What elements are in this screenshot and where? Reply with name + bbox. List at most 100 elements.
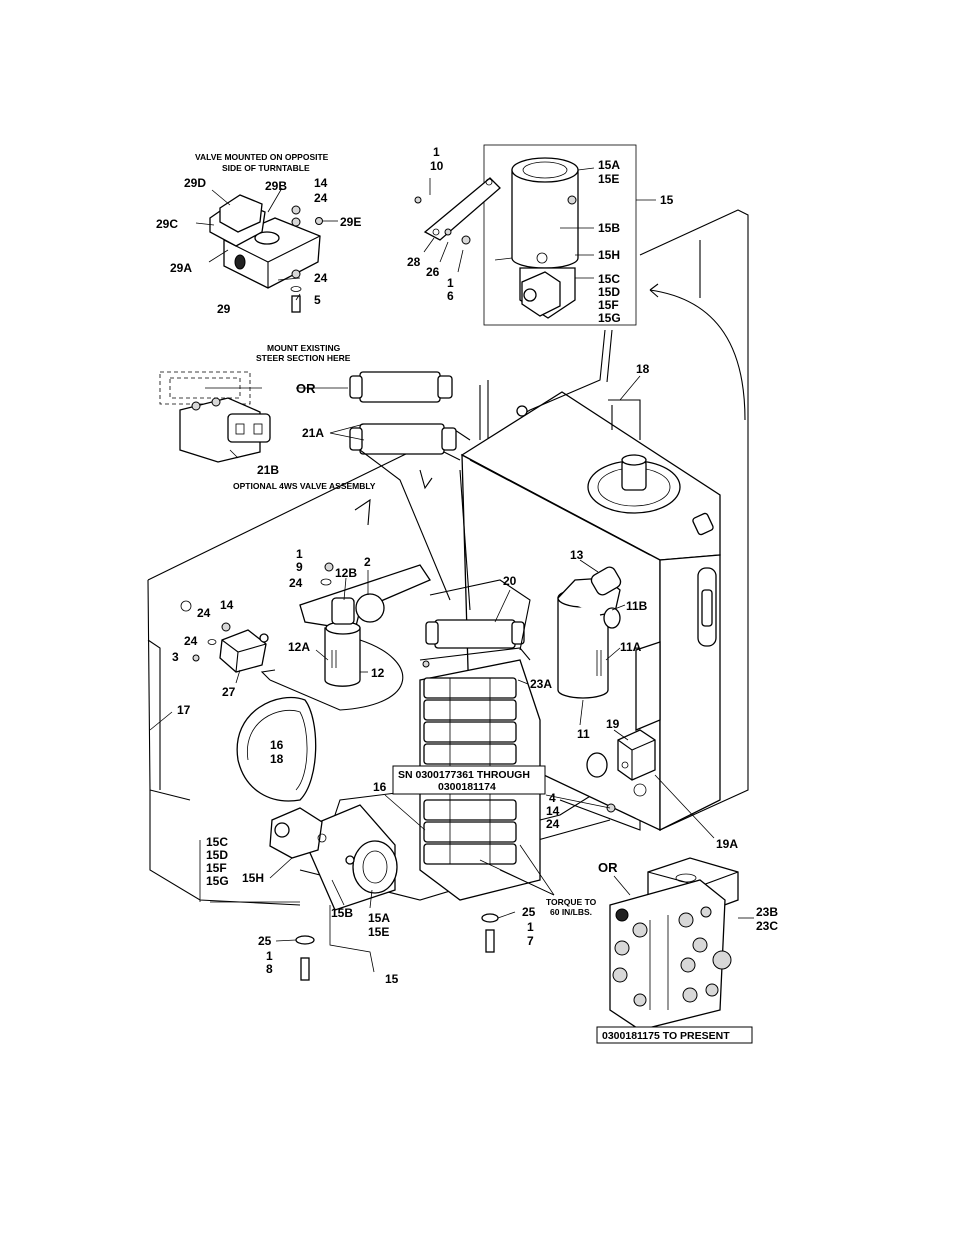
callout-16: 16: [270, 738, 284, 752]
callout-21b: 21B: [257, 463, 279, 477]
steer-note-line1: MOUNT EXISTING: [267, 343, 341, 353]
callout-15b: 15B: [598, 221, 620, 235]
callout-15f: 15F: [206, 861, 227, 875]
callout-29c: 29C: [156, 217, 178, 231]
callout-21a: 21A: [302, 426, 324, 440]
valve-manifold-23b: [609, 857, 739, 1031]
callout-14: 14: [546, 804, 560, 818]
callout-29e: 29E: [340, 215, 361, 229]
callout-15c: 15C: [206, 835, 228, 849]
steer-leader: [359, 449, 451, 601]
callout-17: 17: [177, 703, 191, 717]
callout-19a: 19A: [716, 837, 738, 851]
control-valve-stack: [419, 579, 541, 901]
valve-block-29: [209, 194, 323, 313]
callout-1: 1: [433, 145, 440, 159]
callout-24: 24: [546, 817, 560, 831]
callout-15e: 15E: [368, 925, 389, 939]
callout-15c: 15C: [598, 272, 620, 286]
captions: VALVE MOUNTED ON OPPOSITE SIDE OF TURNTA…: [195, 152, 753, 1044]
valve-note-line2: SIDE OF TURNTABLE: [222, 163, 310, 173]
valve-note-line1: VALVE MOUNTED ON OPPOSITE: [195, 152, 329, 162]
callout-3: 3: [172, 650, 179, 664]
callout-15: 15: [385, 972, 399, 986]
sn-range-line2: 0300181174: [438, 781, 496, 793]
sn-range-line1: SN 0300177361 THROUGH: [398, 769, 530, 781]
callout-29: 29: [217, 302, 231, 316]
callout-15d: 15D: [598, 285, 620, 299]
callout-15b: 15B: [331, 906, 353, 920]
steer-valves: [159, 371, 457, 463]
callout-15a: 15A: [598, 158, 620, 172]
callout-24: 24: [314, 191, 328, 205]
upper-motor-arrow: [649, 289, 746, 421]
callout-29a: 29A: [170, 261, 192, 275]
callout-18: 18: [636, 362, 650, 376]
callout-15h: 15H: [598, 248, 620, 262]
access-cover: [236, 696, 317, 802]
callouts: 29D 29B 14 24 29C 29E 29A 24 5 29 1 10 1…: [156, 145, 778, 986]
callout-12b: 12B: [335, 566, 357, 580]
torque-line2: 60 IN/LBS.: [550, 907, 592, 917]
callout-8: 8: [266, 962, 273, 976]
callout-23b: 23B: [756, 905, 778, 919]
callout-2: 2: [364, 555, 371, 569]
callout-25: 25: [258, 934, 272, 948]
callout-leaders: [149, 167, 754, 973]
present-range: 0300181175 TO PRESENT: [602, 1030, 730, 1042]
callout-1: 1: [447, 276, 454, 290]
valve-block-19: [617, 729, 656, 781]
callout-10: 10: [430, 159, 444, 173]
callout-1: 1: [527, 920, 534, 934]
callout-29d: 29D: [184, 176, 206, 190]
callout-15d: 15D: [206, 848, 228, 862]
optional-4ws-caption: OPTIONAL 4WS VALVE ASSEMBLY: [233, 481, 376, 491]
callout-4: 4: [549, 791, 556, 805]
callout-11a: 11A: [620, 640, 642, 654]
callout-16: 16: [373, 780, 387, 794]
pressure-filter: [260, 564, 431, 711]
callout-28: 28: [407, 255, 421, 269]
callout-1: 1: [296, 547, 303, 561]
torque-line1: TORQUE TO: [546, 897, 597, 907]
callout-24: 24: [197, 606, 211, 620]
callout-11b: 11B: [626, 599, 648, 613]
callout-12: 12: [371, 666, 385, 680]
callout-19: 19: [606, 717, 620, 731]
callout-23c: 23C: [756, 919, 778, 933]
callout-20: 20: [503, 574, 517, 588]
callout-5: 5: [314, 293, 321, 307]
callout-29b: 29B: [265, 179, 287, 193]
callout-12a: 12A: [288, 640, 310, 654]
hardware: [192, 562, 616, 981]
callout-7: 7: [527, 934, 534, 948]
callout-9: 9: [296, 560, 303, 574]
callout-24: 24: [184, 634, 198, 648]
callout-1: 1: [266, 949, 273, 963]
callout-14: 14: [314, 176, 328, 190]
callout-14: 14: [220, 598, 234, 612]
callout-15f: 15F: [598, 298, 619, 312]
callout-23a: 23A: [530, 677, 552, 691]
callout-15h: 15H: [242, 871, 264, 885]
or-bottom: OR: [598, 860, 618, 875]
callout-24: 24: [314, 271, 328, 285]
callout-13: 13: [570, 548, 584, 562]
callout-11: 11: [577, 727, 590, 741]
callout-24: 24: [289, 576, 303, 590]
callout-15e: 15E: [598, 172, 619, 186]
or-top: OR: [296, 381, 316, 396]
callout-25: 25: [522, 905, 536, 919]
upper-pump-motor: [414, 144, 637, 417]
callout-6: 6: [447, 289, 454, 303]
return-filter: [557, 566, 622, 699]
callout-15g: 15G: [598, 311, 621, 325]
callout-15g: 15G: [206, 874, 229, 888]
callout-15: 15: [660, 193, 674, 207]
steer-note-line2: STEER SECTION HERE: [256, 353, 351, 363]
callout-27: 27: [222, 685, 236, 699]
callout-26: 26: [426, 265, 440, 279]
callout-15a: 15A: [368, 911, 390, 925]
callout-18: 18: [270, 752, 284, 766]
